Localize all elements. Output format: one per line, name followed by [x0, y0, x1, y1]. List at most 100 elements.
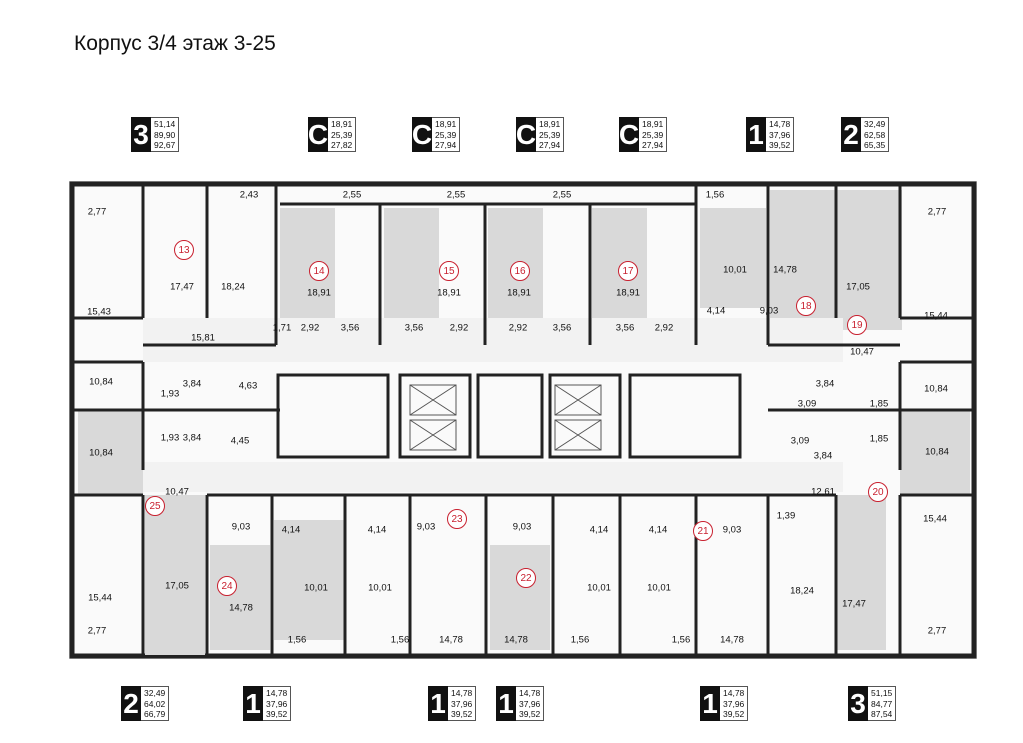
room-area-label: 18,91 — [437, 287, 461, 299]
area-value: 39,52 — [723, 709, 745, 719]
apartment-number-marker[interactable]: 22 — [516, 568, 536, 588]
room-area-label: 9,03 — [416, 521, 436, 533]
area-value: 62,58 — [864, 129, 886, 140]
room-area-label: 18,24 — [221, 281, 245, 293]
apartment-number-marker[interactable]: 19 — [847, 315, 867, 335]
room-area-label: 10,01 — [368, 582, 392, 594]
room-area-label: 2,55 — [552, 189, 572, 201]
room-area-label: 10,84 — [924, 383, 948, 395]
area-value: 66,79 — [144, 709, 166, 719]
room-area-label: 14,78 — [504, 634, 528, 646]
room-area-label: 18,91 — [307, 287, 331, 299]
room-area-label: 2,92 — [654, 322, 674, 334]
room-area-label: 2,43 — [239, 189, 259, 201]
room-area-label: 2,77 — [927, 625, 947, 637]
room-area-label: 18,91 — [616, 287, 640, 299]
apartment-number-marker[interactable]: 25 — [145, 496, 165, 516]
room-area-label: 9,03 — [722, 524, 742, 536]
area-value: 32,49 — [864, 119, 886, 129]
room-area-label: 10,01 — [723, 264, 747, 276]
room-area-label: 15,81 — [191, 332, 215, 344]
room-area-label: 2,55 — [342, 189, 362, 201]
apartment-type: С — [308, 117, 328, 152]
area-value: 32,49 — [144, 688, 166, 698]
area-value: 39,52 — [519, 709, 541, 719]
apartment-type: 2 — [841, 117, 861, 152]
room-area-label: 10,01 — [647, 582, 671, 594]
apartment-number-marker[interactable]: 18 — [796, 296, 816, 316]
room-area-label: 4,63 — [238, 380, 258, 392]
apartment-number-marker[interactable]: 20 — [868, 482, 888, 502]
apartment-number-marker[interactable]: 17 — [618, 261, 638, 281]
room-area-label: 2,55 — [446, 189, 466, 201]
area-value: 14,78 — [266, 688, 288, 698]
page-title: Корпус 3/4 этаж 3-25 — [74, 32, 276, 55]
room-area-label: 3,84 — [815, 378, 835, 390]
room-area-label: 4,14 — [706, 305, 726, 317]
apartment-number-marker[interactable]: 24 — [217, 576, 237, 596]
area-value: 37,96 — [769, 129, 791, 140]
apartment-number-marker[interactable]: 23 — [447, 509, 467, 529]
room-area-label: 17,05 — [165, 580, 189, 592]
apartment-number-marker[interactable]: 13 — [174, 240, 194, 260]
room-area-label: 15,44 — [924, 310, 948, 322]
apartment-type: 2 — [121, 686, 141, 721]
area-value: 87,54 — [871, 709, 893, 719]
room-area-label: 14,78 — [439, 634, 463, 646]
room-area-label: 1,56 — [671, 634, 691, 646]
room-area-label: 15,43 — [87, 306, 111, 318]
room-area-label: 4,14 — [367, 524, 387, 536]
room-area-label: 9,03 — [759, 305, 779, 317]
apartment-number-marker[interactable]: 21 — [693, 521, 713, 541]
room-area-label: 1,71 — [272, 322, 292, 334]
room-area-label: 4,14 — [281, 524, 301, 536]
apartment-type: 3 — [848, 686, 868, 721]
room-area-label: 3,09 — [790, 435, 810, 447]
room-area-label: 1,56 — [287, 634, 307, 646]
area-value: 25,39 — [435, 129, 457, 140]
room-area-label: 14,78 — [229, 602, 253, 614]
room-area-label: 15,44 — [88, 592, 112, 604]
room-area-label: 14,78 — [773, 264, 797, 276]
area-value: 89,90 — [154, 129, 176, 140]
area-value: 37,96 — [723, 698, 745, 709]
room-area-label: 4,14 — [648, 524, 668, 536]
room-area-label: 1,93 — [160, 432, 180, 444]
room-area-label: 10,47 — [165, 486, 189, 498]
room-area-label: 17,47 — [170, 281, 194, 293]
apartment-number-marker[interactable]: 14 — [309, 261, 329, 281]
room-area-label: 10,84 — [89, 447, 113, 459]
area-value: 39,52 — [769, 140, 791, 150]
room-area-label: 2,92 — [449, 322, 469, 334]
area-value: 14,78 — [723, 688, 745, 698]
area-value: 37,96 — [451, 698, 473, 709]
room-area-label: 1,56 — [570, 634, 590, 646]
apartment-number-marker[interactable]: 15 — [439, 261, 459, 281]
room-area-label: 10,01 — [587, 582, 611, 594]
area-value: 39,52 — [266, 709, 288, 719]
room-area-label: 15,44 — [923, 513, 947, 525]
room-area-label: 14,78 — [720, 634, 744, 646]
room-area-label: 10,84 — [925, 446, 949, 458]
apartment-number-marker[interactable]: 16 — [510, 261, 530, 281]
room-area-label: 2,77 — [87, 625, 107, 637]
room-area-label: 2,77 — [927, 206, 947, 218]
